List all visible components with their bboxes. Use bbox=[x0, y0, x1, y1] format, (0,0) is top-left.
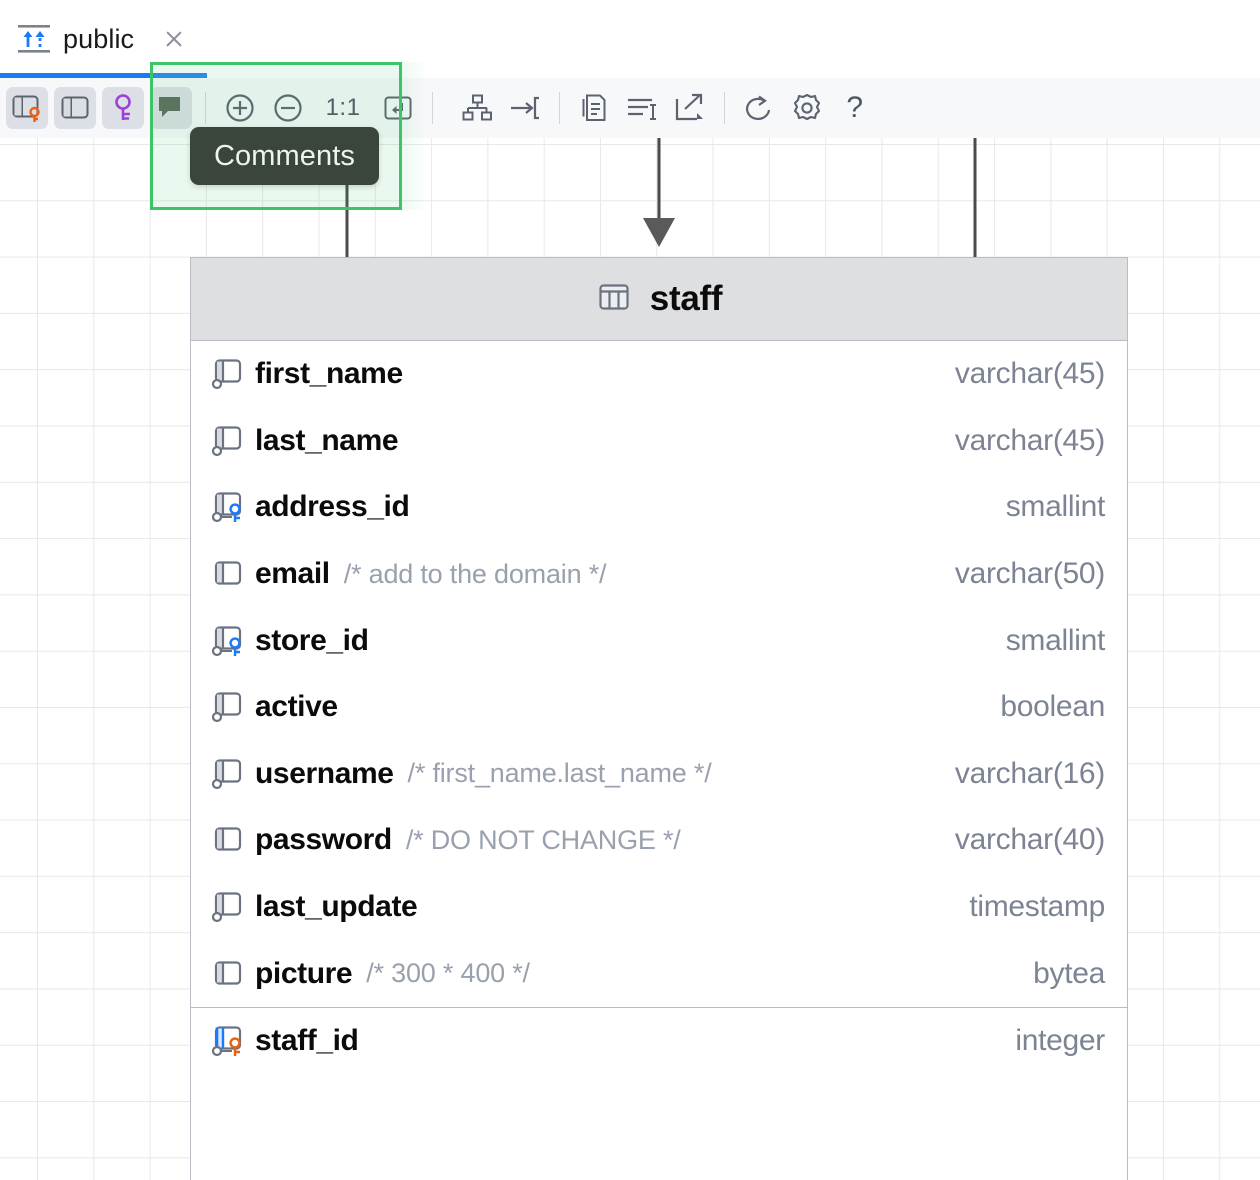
entity-title: staff bbox=[649, 279, 723, 318]
zoom-out-icon[interactable] bbox=[267, 87, 309, 129]
column-plain-icon bbox=[207, 954, 251, 994]
zoom-reset-button[interactable]: 1:1 bbox=[315, 87, 371, 129]
column-pk-icon bbox=[207, 1021, 251, 1061]
column-name: staff_id bbox=[255, 1023, 359, 1057]
table-row[interactable]: last_update timestamp bbox=[191, 874, 1127, 941]
show-keys-icon[interactable] bbox=[102, 87, 144, 129]
entity-header[interactable]: staff bbox=[191, 258, 1127, 341]
show-columns-icon[interactable] bbox=[6, 87, 48, 129]
column-type: varchar(45) bbox=[954, 423, 1105, 457]
table-icon bbox=[596, 279, 632, 320]
column-plain-icon bbox=[207, 820, 251, 860]
column-name: address_id bbox=[255, 490, 410, 524]
tooltip-comments: Comments bbox=[190, 127, 379, 185]
progress-segment-secondary bbox=[150, 73, 207, 78]
table-row[interactable]: password /* DO NOT CHANGE */ varchar(40) bbox=[191, 807, 1127, 874]
column-name: last_name bbox=[255, 423, 399, 457]
column-name: first_name bbox=[255, 357, 403, 391]
help-icon[interactable]: ? bbox=[834, 87, 876, 129]
zoom-in-icon[interactable] bbox=[219, 87, 261, 129]
help-glyph: ? bbox=[846, 91, 864, 124]
tab-strip: public bbox=[0, 0, 1260, 76]
column-nullable-icon bbox=[207, 887, 251, 927]
column-type: varchar(50) bbox=[954, 557, 1105, 591]
tab-label: public bbox=[63, 23, 135, 54]
column-type: smallint bbox=[1005, 490, 1106, 524]
toolbar-separator bbox=[724, 92, 725, 124]
zoom-level-label: 1:1 bbox=[325, 94, 361, 121]
table-row[interactable]: email /* add to the domain */ varchar(50… bbox=[191, 541, 1127, 608]
entity-columns-list: first_name varchar(45) last_name bbox=[191, 341, 1127, 1074]
column-plain-icon bbox=[207, 554, 251, 594]
column-type: smallint bbox=[1005, 623, 1106, 657]
toolbar-separator bbox=[205, 92, 206, 124]
column-fk-icon bbox=[207, 487, 251, 527]
toolbar-separator bbox=[432, 92, 433, 124]
column-type: varchar(16) bbox=[954, 756, 1105, 790]
fit-to-screen-icon[interactable] bbox=[377, 87, 419, 129]
diagram-toolbar: 1:1 bbox=[0, 78, 1260, 139]
table-row[interactable]: last_name varchar(45) bbox=[191, 408, 1127, 475]
edit-text-icon[interactable] bbox=[621, 87, 663, 129]
export-icon[interactable] bbox=[669, 87, 711, 129]
table-row-primary-key[interactable]: staff_id integer bbox=[191, 1006, 1127, 1074]
progress-segment-primary bbox=[0, 73, 150, 78]
column-name: last_update bbox=[255, 890, 418, 924]
copy-icon[interactable] bbox=[573, 87, 615, 129]
toolbar-separator bbox=[559, 92, 560, 124]
column-nullable-icon bbox=[207, 354, 251, 394]
column-nullable-icon bbox=[207, 754, 251, 794]
column-name: password bbox=[255, 823, 392, 857]
tooltip-label: Comments bbox=[214, 139, 355, 172]
column-comment: /* 300 * 400 */ bbox=[366, 958, 530, 989]
comments-icon[interactable] bbox=[150, 87, 192, 129]
highlight-glow bbox=[402, 62, 426, 210]
go-to-icon[interactable] bbox=[504, 87, 546, 129]
column-type: varchar(45) bbox=[954, 357, 1105, 391]
column-name: store_id bbox=[255, 623, 369, 657]
entity-table-staff[interactable]: staff first_name varchar(45) bbox=[190, 257, 1128, 1180]
show-table-columns-icon[interactable] bbox=[54, 87, 96, 129]
table-row[interactable]: first_name varchar(45) bbox=[191, 341, 1127, 408]
column-name: email bbox=[255, 557, 330, 591]
column-name: picture bbox=[255, 956, 353, 990]
column-type: integer bbox=[1015, 1023, 1105, 1057]
column-comment: /* first_name.last_name */ bbox=[407, 758, 712, 789]
table-row[interactable]: address_id smallint bbox=[191, 474, 1127, 541]
table-row[interactable]: picture /* 300 * 400 */ bytea bbox=[191, 940, 1127, 1007]
column-nullable-icon bbox=[207, 687, 251, 727]
column-type: varchar(40) bbox=[954, 823, 1105, 857]
column-nullable-icon bbox=[207, 421, 251, 461]
loading-progress-bar bbox=[0, 73, 1260, 78]
tab-public[interactable]: public bbox=[16, 14, 187, 64]
column-name: active bbox=[255, 690, 338, 724]
refresh-icon[interactable] bbox=[738, 87, 780, 129]
column-name: username bbox=[255, 756, 394, 790]
close-icon[interactable] bbox=[161, 26, 187, 52]
column-type: timestamp bbox=[969, 890, 1105, 924]
column-comment: /* DO NOT CHANGE */ bbox=[405, 824, 681, 855]
column-type: boolean bbox=[1000, 690, 1105, 724]
column-comment: /* add to the domain */ bbox=[343, 558, 607, 589]
settings-gear-icon[interactable] bbox=[786, 87, 828, 129]
diagram-canvas[interactable]: staff first_name varchar(45) bbox=[0, 138, 1260, 1180]
diagram-arrows-icon bbox=[16, 22, 52, 56]
column-fk-icon bbox=[207, 621, 251, 661]
layout-hierarchic-icon[interactable] bbox=[456, 87, 498, 129]
table-row[interactable]: active boolean bbox=[191, 674, 1127, 741]
table-row[interactable]: username /* first_name.last_name */ varc… bbox=[191, 741, 1127, 808]
table-row[interactable]: store_id smallint bbox=[191, 607, 1127, 674]
column-type: bytea bbox=[1033, 956, 1105, 990]
